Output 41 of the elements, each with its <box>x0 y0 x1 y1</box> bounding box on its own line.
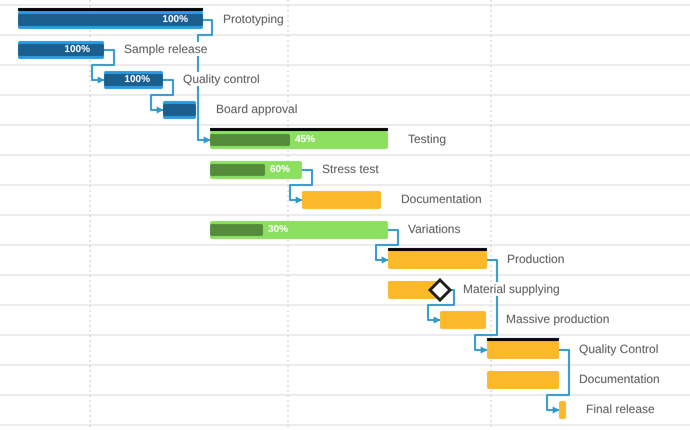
dependency-arrow <box>427 289 455 324</box>
task-bar <box>487 371 559 389</box>
task-name: Sample release <box>124 42 208 56</box>
dependency-arrow <box>91 49 115 84</box>
task-name: Documentation <box>579 372 660 386</box>
task-bar <box>210 131 388 149</box>
task-bar <box>18 41 104 59</box>
task-bar <box>210 221 388 239</box>
task-name: Testing <box>408 132 446 146</box>
progress-label: 30% <box>268 223 288 237</box>
task-name: Prototyping <box>223 12 284 26</box>
task-bar <box>440 311 486 329</box>
progress-label: 60% <box>270 163 290 177</box>
task-name: Documentation <box>401 192 482 206</box>
task-bar <box>302 191 381 209</box>
task-bar <box>559 401 566 419</box>
task-name: Variations <box>408 222 460 236</box>
progress-label: 45% <box>295 133 316 147</box>
task-name: Stress test <box>322 162 379 176</box>
dependency-arrow <box>289 169 313 204</box>
progress-label: 100% <box>124 73 150 87</box>
task-name: Quality control <box>183 72 260 86</box>
task-name: Massive production <box>506 312 610 326</box>
dependency-arrow <box>150 79 174 114</box>
task-name: Material supplying <box>463 282 560 296</box>
task-bar <box>487 341 559 359</box>
task-bar <box>210 161 302 179</box>
task-name: Production <box>507 252 564 266</box>
dependency-arrow <box>546 349 570 414</box>
task-bar <box>18 11 203 29</box>
milestone-diamond <box>428 278 452 302</box>
dependency-arrow <box>375 229 399 264</box>
task-bar <box>163 101 196 119</box>
task-bar <box>388 251 487 269</box>
task-bar <box>104 71 163 89</box>
progress-label: 100% <box>64 43 90 57</box>
task-name: Board approval <box>216 102 298 116</box>
progress-label: 100% <box>162 13 188 27</box>
task-name: Quality Control <box>579 342 658 356</box>
task-name: Final release <box>586 402 655 416</box>
dependency-arrow <box>474 259 498 354</box>
